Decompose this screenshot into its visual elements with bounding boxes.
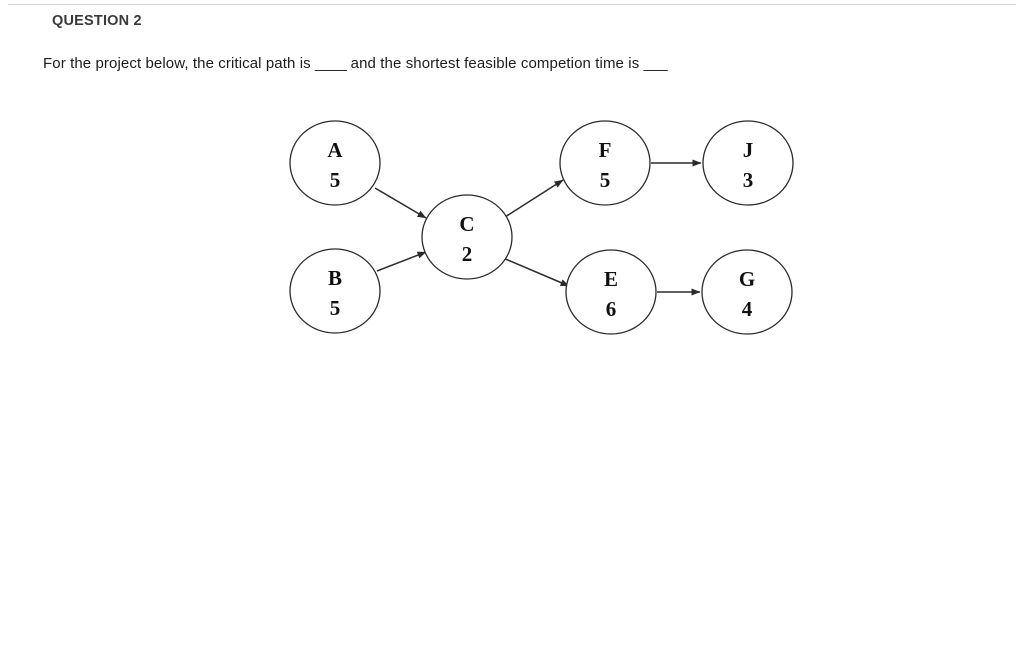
- node-a-shape[interactable]: [289, 120, 381, 206]
- node-j-shape[interactable]: [702, 120, 794, 206]
- node-a[interactable]: A 5: [289, 120, 381, 206]
- node-b-label: B: [328, 266, 342, 290]
- node-e-label: E: [604, 267, 618, 291]
- node-c[interactable]: C 2: [421, 194, 513, 280]
- node-g-duration: 4: [742, 297, 753, 321]
- node-f[interactable]: F 5: [559, 120, 651, 206]
- prompt-segment-1: For the project below, the critical path…: [43, 55, 316, 72]
- node-a-duration: 5: [330, 168, 341, 192]
- edge-b-to-c: [376, 251, 427, 272]
- answer-blank-critical-path: ____: [315, 55, 347, 72]
- project-network-diagram: A 5 B 5 C 2 F 5 J 3 E 6: [0, 100, 1024, 360]
- node-c-label: C: [459, 212, 474, 236]
- node-j[interactable]: J 3: [702, 120, 794, 206]
- edges-group: [374, 159, 702, 296]
- node-b[interactable]: B 5: [289, 248, 381, 334]
- node-e-duration: 6: [606, 297, 617, 321]
- network-svg: A 5 B 5 C 2 F 5 J 3 E 6: [289, 120, 794, 335]
- page-title: QUESTION 2: [52, 13, 142, 29]
- prompt-segment-2: and the shortest feasible competion time…: [346, 55, 644, 72]
- node-f-label: F: [599, 138, 612, 162]
- node-c-duration: 2: [462, 242, 473, 266]
- node-g[interactable]: G 4: [701, 249, 793, 335]
- node-f-shape[interactable]: [559, 120, 651, 206]
- edge-c-to-e: [502, 257, 570, 287]
- node-e-shape[interactable]: [565, 249, 657, 335]
- question-prompt: For the project below, the critical path…: [43, 55, 668, 72]
- node-j-label: J: [743, 138, 754, 162]
- edge-c-to-f: [504, 179, 564, 218]
- node-a-label: A: [327, 138, 343, 162]
- node-g-label: G: [739, 267, 755, 291]
- top-divider: [8, 4, 1016, 5]
- node-c-shape[interactable]: [421, 194, 513, 280]
- edge-a-to-c: [374, 187, 427, 219]
- node-j-duration: 3: [743, 168, 754, 192]
- node-b-duration: 5: [330, 296, 341, 320]
- node-b-shape[interactable]: [289, 248, 381, 334]
- node-g-shape[interactable]: [701, 249, 793, 335]
- node-e[interactable]: E 6: [565, 249, 657, 335]
- node-f-duration: 5: [600, 168, 611, 192]
- answer-blank-completion-time: ___: [643, 55, 668, 72]
